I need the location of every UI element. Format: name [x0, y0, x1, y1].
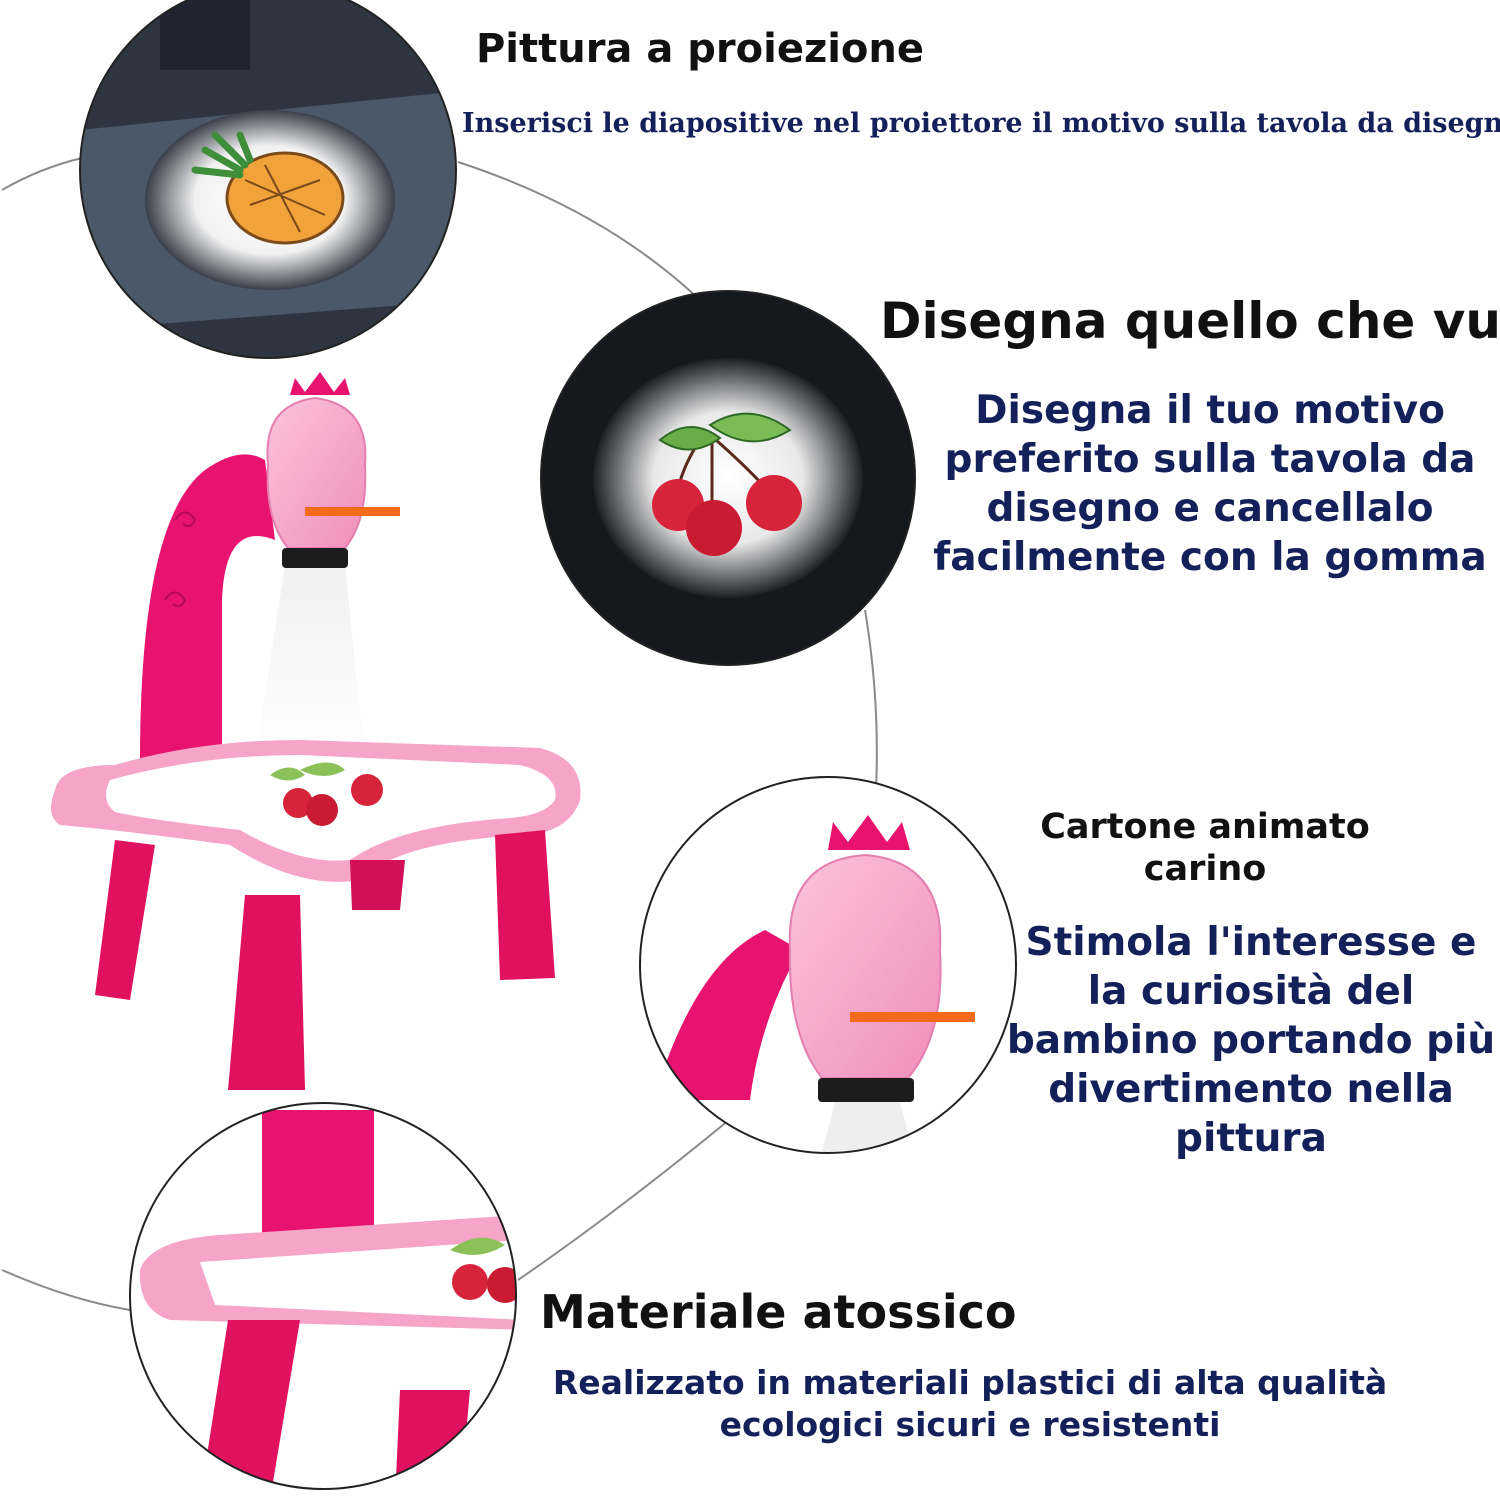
projector-drawing-table-icon	[51, 372, 581, 1090]
feature-description-draw: Disegna il tuo motivo preferito sulla ta…	[933, 388, 1487, 580]
feature-title-material: Materiale atossico	[540, 1285, 1017, 1339]
feature-description-projection: Inserisci le diapositive nel proiettore …	[462, 108, 1500, 139]
feature-title-cartoon: Cartone animato carino	[1040, 807, 1370, 889]
feature-title-projection: Pittura a proiezione	[475, 26, 925, 72]
pineapple-projection-icon	[80, 0, 456, 358]
crowned-projector-head-icon	[640, 777, 1016, 1153]
feature-title-draw: Disegna quello che vuoi	[880, 292, 1500, 350]
feature-description-material: Realizzato in materiali plastici di alta…	[552, 1363, 1388, 1444]
table-corner-detail-icon	[130, 1103, 516, 1489]
cherry-projection-icon	[541, 291, 915, 665]
table-cherry-drawing	[270, 762, 383, 826]
feature-description-cartoon: Stimola l'interesse e la curiosità del b…	[1006, 920, 1496, 1161]
